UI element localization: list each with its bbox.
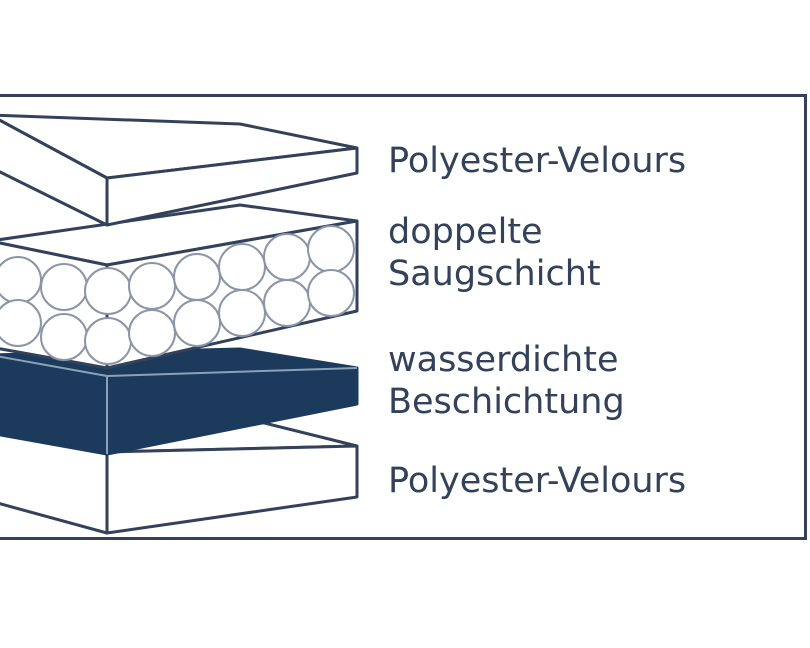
layer-stack-illustration (0, 113, 359, 535)
label-absorbent-layer: doppelte Saugschicht (388, 212, 601, 294)
label-bottom-velour: Polyester-Velours (388, 461, 687, 501)
absorbent-spheres (0, 225, 355, 365)
waterproof-coating-slab (0, 347, 359, 456)
label-waterproof-coating: wasserdichte Beschichtung (388, 340, 625, 422)
label-top-velour: Polyester-Velours (388, 141, 687, 181)
top-velour-slab (0, 113, 359, 227)
layer-diagram-frame: Polyester-Velours doppelte Saugschicht w… (0, 94, 807, 540)
